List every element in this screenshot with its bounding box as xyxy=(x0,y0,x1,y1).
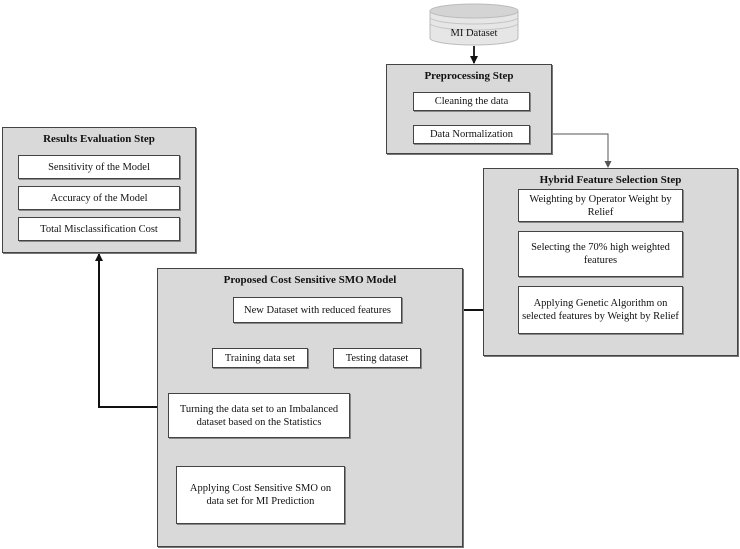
apply-cost-sensitive-smo-box: Applying Cost Sensitive SMO on data set … xyxy=(176,466,345,524)
dataset-label: MI Dataset xyxy=(450,28,498,39)
training-dataset-box: Training data set xyxy=(212,348,308,368)
imbalanced-dataset-box: Turning the data set to an Imbalanced da… xyxy=(168,393,350,438)
database-icon xyxy=(429,3,519,46)
sensitivity-item: Sensitivity of the Model xyxy=(18,155,180,179)
hybrid-feature-selection-title: Hybrid Feature Selection Step xyxy=(539,174,682,186)
data-normalization-step: Data Normalization xyxy=(413,125,530,144)
misclassification-cost-item: Total Misclassification Cost xyxy=(18,217,180,241)
genetic-algorithm-step: Applying Genetic Algorithm on selected f… xyxy=(518,286,683,334)
cleaning-data-step: Cleaning the data xyxy=(413,92,530,111)
results-evaluation-title: Results Evaluation Step xyxy=(43,133,155,145)
select-70-percent-step: Selecting the 70% high weighted features xyxy=(518,231,683,277)
weighting-relief-step: Weighting by Operator Weight by Relief xyxy=(518,189,683,222)
testing-dataset-box: Testing dataset xyxy=(333,348,421,368)
preprocessing-title: Preprocessing Step xyxy=(424,70,514,82)
accuracy-item: Accuracy of the Model xyxy=(18,186,180,210)
new-dataset-box: New Dataset with reduced features xyxy=(233,297,402,323)
normalization-to-feature-selection-arrow xyxy=(530,133,612,168)
cost-sensitive-smo-title: Proposed Cost Sensitive SMO Model xyxy=(223,274,397,286)
model-to-results-arrow xyxy=(95,253,168,408)
